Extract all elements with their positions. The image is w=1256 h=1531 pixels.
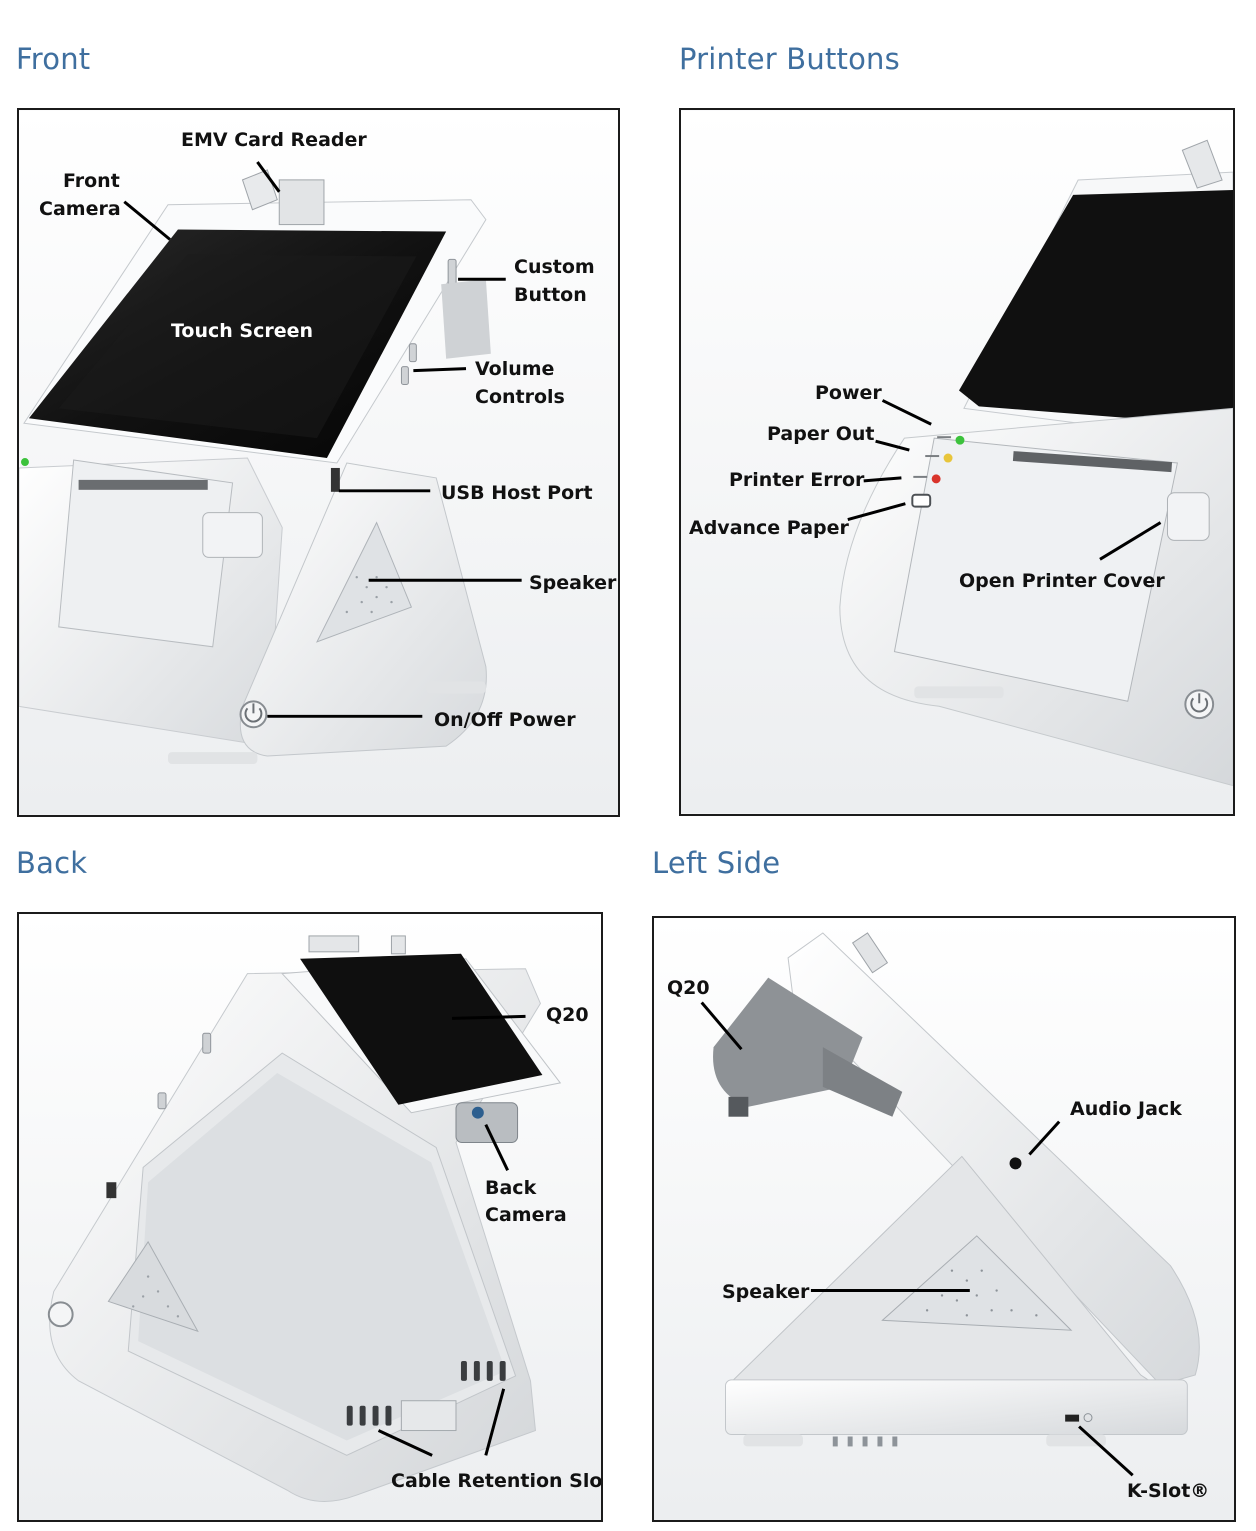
section-title-printer-buttons: Printer Buttons: [679, 42, 900, 76]
label-custom-button-line2: Button: [514, 284, 587, 306]
section-title-front: Front: [16, 42, 91, 76]
back-device-illustration: [19, 914, 601, 1520]
label-custom-button-line1: Custom: [514, 256, 595, 278]
label-front-camera-line1: Front: [63, 170, 120, 192]
section-title-left-side: Left Side: [652, 846, 781, 880]
label-q20: Q20: [546, 1004, 589, 1026]
label-volume-controls-line2: Controls: [475, 386, 565, 408]
label-paper-out: Paper Out: [767, 423, 875, 445]
label-open-printer-cover: Open Printer Cover: [959, 570, 1165, 592]
left-side-illustration: [654, 918, 1234, 1520]
label-printer-error: Printer Error: [729, 469, 865, 491]
section-title-back: Back: [16, 846, 88, 880]
label-speaker: Speaker: [722, 1281, 810, 1303]
label-usb-host-port: USB Host Port: [441, 482, 593, 504]
label-front-camera-line2: Camera: [39, 198, 121, 220]
label-q20: Q20: [667, 977, 710, 999]
label-touch-screen: Touch Screen: [171, 320, 314, 342]
front-device-illustration: [19, 110, 618, 815]
front-panel: EMV Card Reader Front Camera Custom Butt…: [17, 108, 620, 817]
label-speaker: Speaker: [529, 572, 617, 594]
label-advance-paper: Advance Paper: [689, 517, 849, 539]
label-back-camera-line2: Camera: [485, 1204, 567, 1226]
label-k-slot: K-Slot®: [1127, 1480, 1210, 1502]
label-volume-controls-line1: Volume: [475, 358, 555, 380]
label-audio-jack: Audio Jack: [1070, 1098, 1182, 1120]
label-emv-card-reader: EMV Card Reader: [181, 129, 367, 151]
label-back-camera-line1: Back: [485, 1177, 537, 1199]
left-side-panel: Q20 Audio Jack Speaker K-Slot®: [652, 916, 1236, 1522]
label-on-off-power: On/Off Power: [434, 709, 576, 731]
printer-buttons-panel: Power Paper Out Printer Error Advance Pa…: [679, 108, 1235, 816]
printer-buttons-illustration: [681, 110, 1233, 814]
label-power: Power: [815, 382, 882, 404]
back-panel: Q20 Back Camera Cable Retention Slots: [17, 912, 603, 1522]
label-cable-retention-slots: Cable Retention Slots: [391, 1470, 603, 1492]
